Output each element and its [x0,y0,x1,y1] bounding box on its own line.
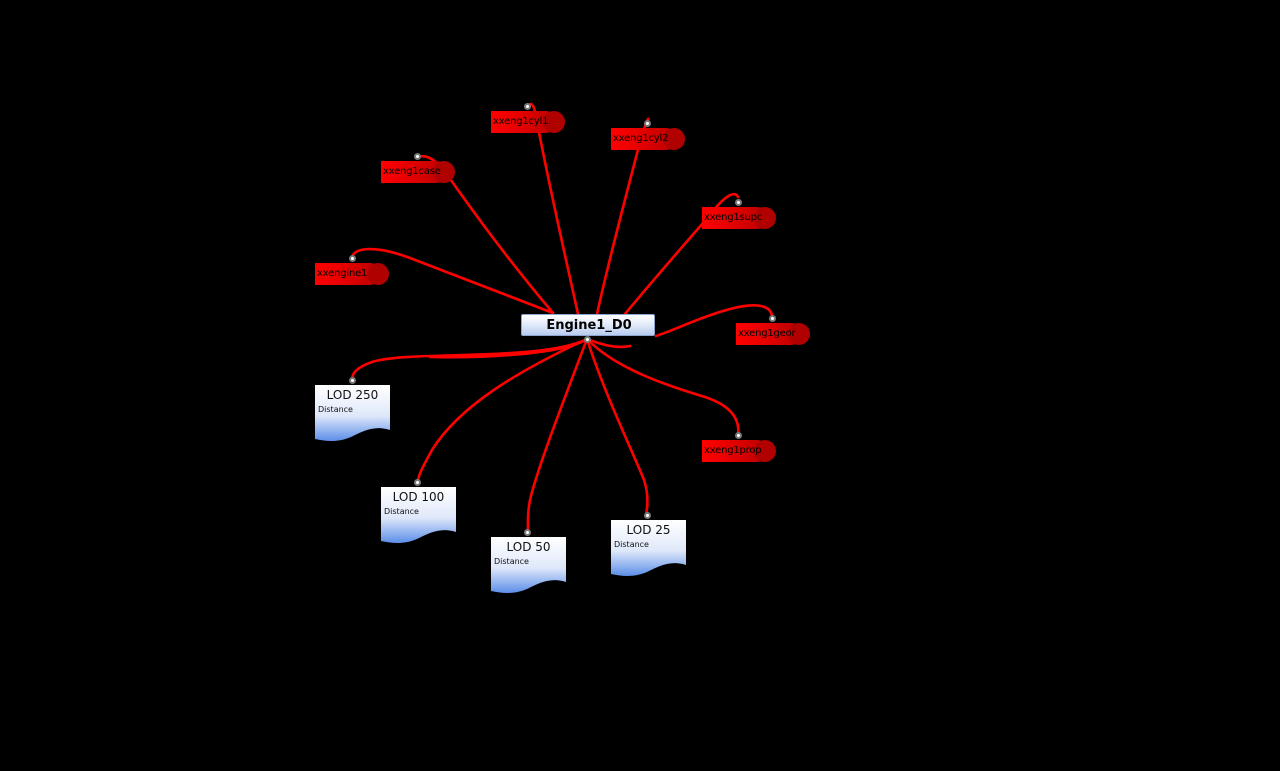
edge-lod-50 [526,337,589,534]
node-xxeng1case[interactable]: xxeng1case [381,161,455,183]
lod-title: LOD 25 [626,523,671,537]
node-label: xxeng1geor [738,328,796,339]
edge-xxeng1supc [623,192,740,316]
node-label: xxengine1 [317,268,368,279]
node-engine1-d0[interactable]: Engine1_D0 [521,314,655,336]
tag-shape [491,111,565,133]
lod-title: LOD 50 [506,540,551,554]
node-lod-250[interactable]: LOD 250 Distance [315,385,390,445]
node-xxeng1geor[interactable]: xxeng1geor [736,323,810,345]
lod-sublabel: Distance [384,507,419,516]
edge-xxeng1cyl1 [526,102,580,316]
node-label: xxeng1case [383,166,441,177]
tag-shape [702,440,776,462]
edge-xxeng1prop [585,337,740,437]
node-lod-100[interactable]: LOD 100 Distance [381,487,456,547]
tag-shape [736,323,810,345]
node-xxeng1cyl2[interactable]: xxeng1cyl2 [611,128,685,150]
port-lod-250[interactable] [349,377,356,384]
node-lod-50[interactable]: LOD 50 Distance [491,537,566,597]
port-xxeng1geor[interactable] [769,315,776,322]
node-xxengine1[interactable]: xxengine1 [315,263,389,285]
edge-lod-100 [416,337,589,484]
port-xxeng1supc[interactable] [735,199,742,206]
port-lod-50[interactable] [524,529,531,536]
tag-shape [702,207,776,229]
node-xxeng1cyl1[interactable]: xxeng1cyl1 [491,111,565,133]
node-lod-25[interactable]: LOD 25 Distance [611,520,686,580]
port-xxeng1prop[interactable] [735,432,742,439]
lod-shape [315,385,390,441]
port-lod-100[interactable] [414,479,421,486]
lod-sublabel: Distance [494,557,529,566]
port-xxeng1case[interactable] [414,153,421,160]
tag-shape [381,161,455,183]
node-xxeng1prop[interactable]: xxeng1prop [702,440,776,462]
center-node-title: Engine1_D0 [546,318,632,333]
lod-sublabel: Distance [318,405,353,414]
tag-shape [611,128,685,150]
lod-sublabel: Distance [614,540,649,549]
lod-shape [611,520,686,576]
lod-shape [491,537,566,593]
edge-xxeng1cyl2 [595,117,650,316]
node-xxeng1supc[interactable]: xxeng1supc [702,207,776,229]
port-xxeng1cyl2[interactable] [644,120,651,127]
edge-xxeng1geor [654,304,774,338]
edge-lod-250 [350,337,589,382]
port-engine1-d0[interactable] [584,336,591,343]
port-lod-25[interactable] [644,512,651,519]
node-label: xxeng1prop [704,445,762,456]
lod-shape [381,487,456,543]
lod-title: LOD 100 [392,490,445,504]
port-xxeng1cyl1[interactable] [524,103,531,110]
node-label: xxeng1cyl2 [613,133,669,144]
lod-title: LOD 250 [326,388,379,402]
edges [350,102,774,534]
edge-xxeng1case [416,154,555,315]
edge-xxengine1 [350,247,555,315]
tag-shape [315,263,389,285]
node-label: xxeng1supc [704,212,763,223]
edge-lod-25 [585,337,649,517]
port-xxengine1[interactable] [349,255,356,262]
edge-return-lod-250 [428,337,589,359]
node-label: xxeng1cyl1 [493,116,549,127]
